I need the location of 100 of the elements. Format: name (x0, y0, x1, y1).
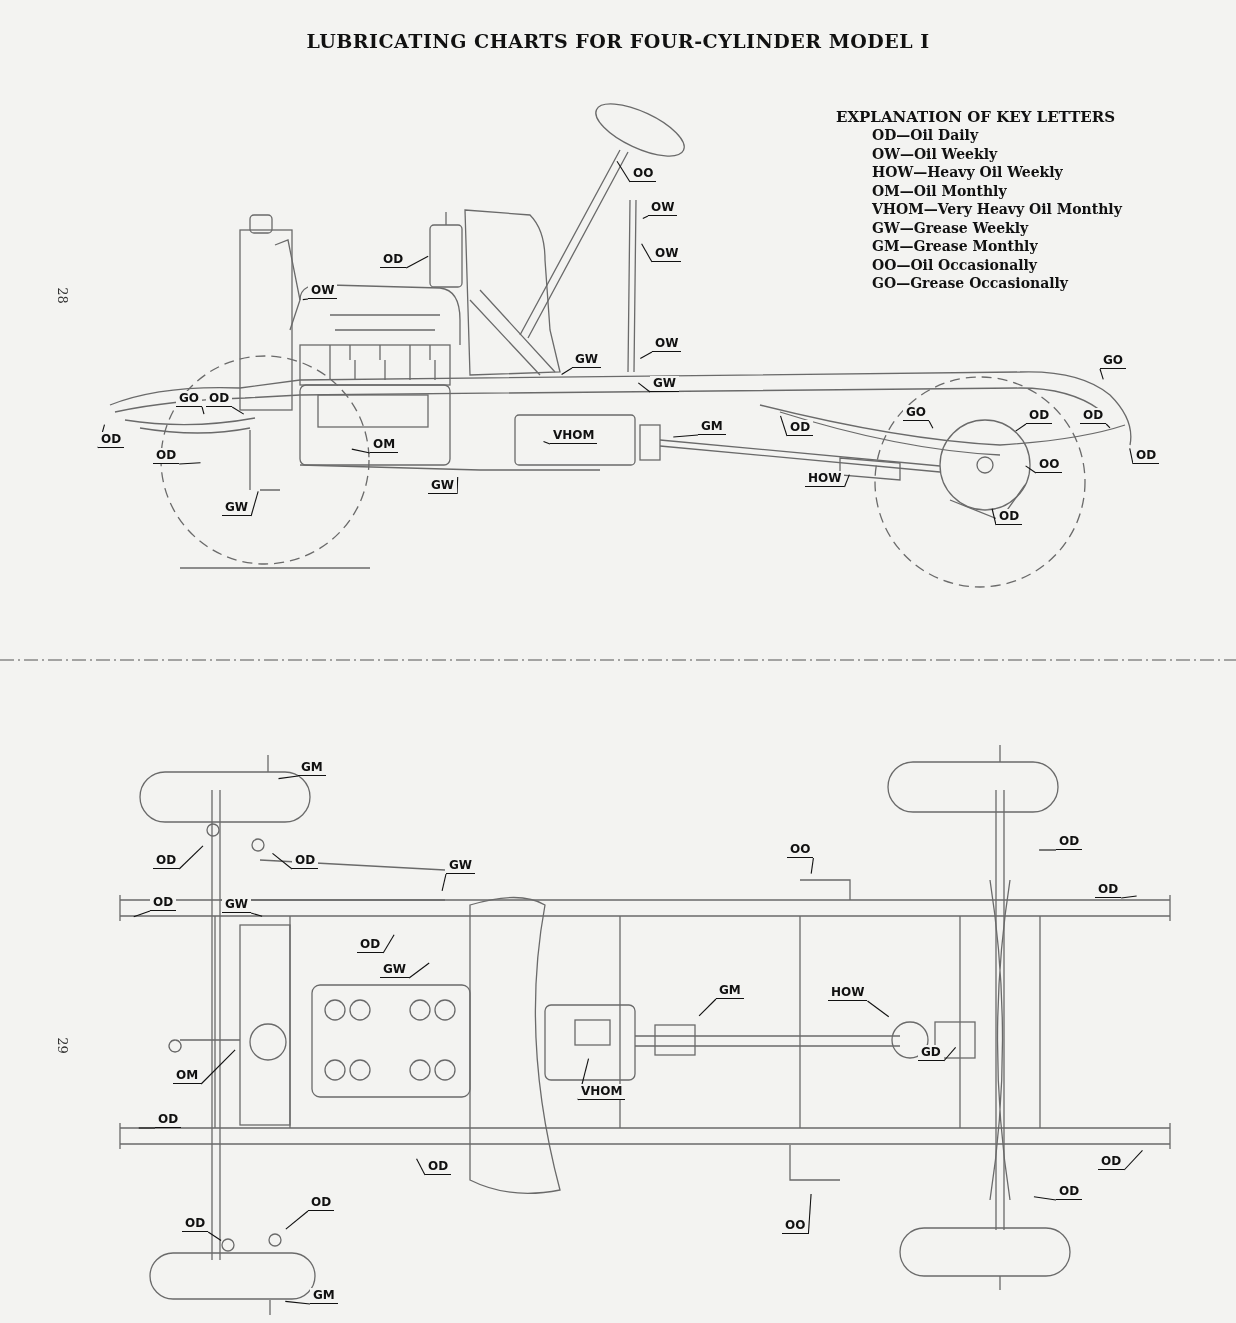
callout-letters: OW (308, 283, 338, 299)
callout-letters: OW (652, 246, 682, 262)
key-entry: GW—Grease Weekly (872, 218, 1029, 237)
callout-letters: OD (1056, 1184, 1083, 1200)
page-number: 29 (54, 1037, 70, 1054)
leader-line (616, 160, 631, 183)
key-heading: EXPLANATION OF KEY LETTERS (836, 108, 1116, 126)
callout-letters: OD (98, 432, 125, 448)
callout-letters: OD (425, 1159, 452, 1175)
leader-line (1129, 447, 1134, 465)
leader-line (271, 852, 293, 870)
leader-line (639, 351, 653, 360)
callout-letters: GW (428, 478, 458, 494)
leader-line (382, 934, 395, 954)
leader-line (991, 508, 997, 526)
leader-line (250, 912, 263, 917)
leader-line (1123, 1149, 1144, 1171)
callout-letters: OD (1026, 408, 1053, 424)
leader-line (1025, 465, 1037, 474)
leader-line (441, 873, 447, 892)
callout-letters: GO (176, 391, 203, 407)
leader-line (1120, 895, 1138, 899)
callout-letters: OD (308, 1195, 335, 1211)
leader-line (416, 1158, 426, 1176)
callout-letters: VHOM (578, 1084, 626, 1100)
leader-line (1015, 423, 1027, 432)
leader-line (178, 845, 204, 870)
callout-letters: OO (782, 1218, 809, 1234)
callout-letters: OM (173, 1068, 202, 1084)
leader-line (807, 1193, 812, 1235)
callout-letters: OD (292, 853, 319, 869)
callout-letters: OD (1098, 1154, 1125, 1170)
callout-letters: GO (1100, 353, 1127, 369)
leader-line (1033, 1196, 1057, 1201)
callout-letters: GW (222, 897, 252, 913)
key-entry: HOW—Heavy Oil Weekly (872, 163, 1063, 181)
leader-line (408, 962, 430, 979)
page-number: 28 (54, 287, 70, 304)
callout-letters: HOW (828, 985, 868, 1001)
leader-line (698, 998, 717, 1017)
callout-letters: OO (787, 842, 814, 858)
callout-letters: OD (150, 895, 177, 911)
leader-line (200, 1049, 236, 1085)
callout-letters: OD (1133, 448, 1160, 464)
leader-line (277, 775, 299, 780)
callout-letters: OD (153, 853, 180, 869)
leader-line (1038, 849, 1057, 851)
callout-letters: GD (918, 1045, 944, 1061)
leader-line (542, 440, 551, 445)
leader-line (207, 1231, 222, 1241)
callout-letters: OM (370, 437, 399, 453)
key-entry: GM—Grease Monthly (872, 237, 1038, 255)
callout-letters: GW (446, 858, 476, 874)
callout-letters: OW (652, 336, 682, 352)
leader-line (178, 462, 202, 465)
callout-letters: OD (996, 509, 1023, 525)
callout-letters: VHOM (550, 428, 598, 444)
callout-letters: OD (1056, 834, 1083, 850)
key-entry: OD—Oil Daily (872, 126, 979, 144)
leader-line (672, 434, 699, 438)
leader-line (843, 474, 850, 488)
callout-letters: OD (357, 937, 384, 953)
leader-line (641, 243, 653, 263)
callout-letters: GM (698, 419, 726, 435)
leader-line (637, 382, 651, 393)
leader-line (1099, 368, 1104, 380)
callout-letters: OD (206, 391, 233, 407)
leader-line (133, 910, 151, 918)
leader-line (302, 298, 309, 301)
leader-line (928, 420, 934, 429)
callout-letters: OW (648, 200, 678, 216)
callout-letters: GM (716, 983, 744, 999)
leader-line (779, 415, 788, 437)
leader-line (201, 406, 205, 415)
callout-letters: OD (787, 420, 814, 436)
leader-line (285, 1210, 309, 1230)
key-entry: GO—Grease Occasionally (872, 274, 1068, 292)
callout-letters: GW (380, 962, 410, 978)
callout-letters: GW (572, 352, 602, 368)
leader-line (561, 367, 573, 376)
leader-line (250, 490, 259, 517)
leader-line (1105, 423, 1111, 429)
callout-letters: OD (1080, 408, 1107, 424)
callout-letters: GO (903, 405, 930, 421)
key-entry: OW—Oil Weekly (872, 144, 998, 163)
leader-line (351, 448, 371, 454)
leader-line (231, 406, 245, 415)
callout-letters: OD (1095, 882, 1122, 898)
leader-line (943, 1046, 957, 1062)
callout-letters: GM (310, 1288, 338, 1304)
callout-letters: GM (298, 760, 326, 776)
callout-letters: OD (153, 448, 180, 464)
leader-line (284, 1300, 311, 1305)
callout-letters: OO (630, 166, 657, 182)
key-entry: VHOM—Very Heavy Oil Monthly (872, 200, 1122, 218)
callout-letters: OD (182, 1216, 209, 1232)
key-entry: OO—Oil Occasionally (872, 255, 1037, 274)
callout-letters: HOW (805, 471, 845, 487)
leader-line (810, 857, 814, 875)
callout-letters: GW (222, 500, 252, 516)
